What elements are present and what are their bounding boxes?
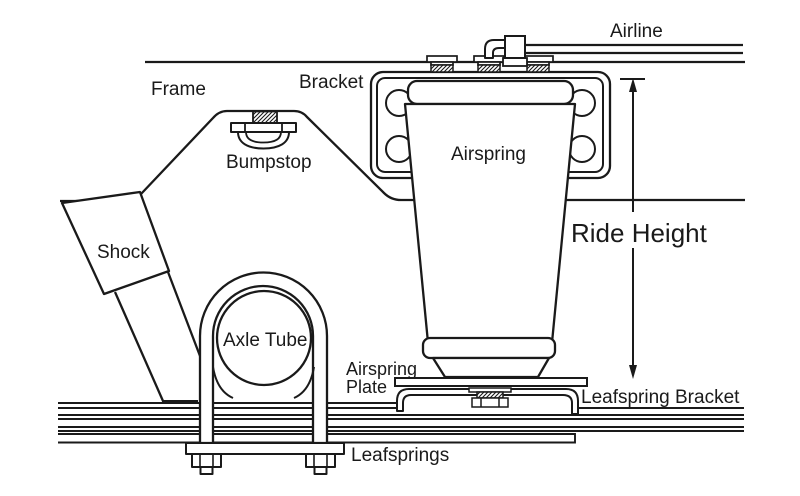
- elbow-tube: [484, 39, 506, 59]
- stud-left: [426, 55, 458, 73]
- label-airspring-plate-line1: Airspring: [346, 359, 417, 379]
- airspring-part: [403, 79, 577, 379]
- label-airspring: Airspring: [451, 144, 526, 165]
- label-axle-tube: Axle Tube: [223, 330, 308, 351]
- shock-rod: [113, 271, 202, 402]
- plate-bolt-stud: [476, 391, 504, 399]
- bumpstop-stud: [252, 110, 278, 124]
- u-bolt-nut-right: [305, 453, 336, 468]
- top-fasteners: [426, 35, 554, 73]
- bumpstop-dome: [237, 131, 290, 150]
- airspring-body: [403, 102, 577, 355]
- bumpstop-part: [230, 110, 297, 150]
- airline-elbow-fitting: [484, 35, 528, 67]
- label-bumpstop: Bumpstop: [226, 152, 312, 173]
- u-bolt-nut-left: [191, 453, 222, 468]
- axle-assembly: [185, 271, 345, 475]
- airspring-plate-part: [394, 377, 588, 387]
- label-airline: Airline: [610, 21, 663, 42]
- u-bolt-plate: [185, 442, 345, 455]
- airspring-bottom-bead: [421, 336, 557, 360]
- label-shock: Shock: [97, 242, 150, 263]
- axle-seat-fillet-left: [212, 366, 234, 399]
- ride-height-dimension: [620, 78, 645, 379]
- label-ride-height: Ride Height: [571, 218, 708, 248]
- plate-and-bracket: [394, 377, 588, 415]
- label-leafspring-bracket: Leafspring Bracket: [581, 387, 740, 408]
- axle-seat-fillet-right: [293, 366, 315, 399]
- plate-bolt-base: [471, 397, 509, 408]
- axle-tube-circle: [215, 289, 313, 387]
- airline-tube: [525, 43, 743, 55]
- label-frame: Frame: [151, 79, 206, 100]
- dimension-arrow-down: [629, 365, 637, 379]
- label-bracket: Bracket: [299, 72, 364, 93]
- leafspring-stack: [58, 402, 744, 444]
- airspring-top-bead: [406, 79, 575, 106]
- label-leafsprings: Leafsprings: [351, 445, 449, 466]
- shock-part: [60, 190, 202, 404]
- u-bolt: [198, 271, 329, 445]
- dimension-arrow-up: [629, 78, 637, 92]
- airspring-piston: [431, 356, 551, 379]
- label-airspring-plate-line2: Plate: [346, 377, 387, 397]
- shock-body: [60, 190, 171, 296]
- bumpstop-cup: [230, 122, 297, 133]
